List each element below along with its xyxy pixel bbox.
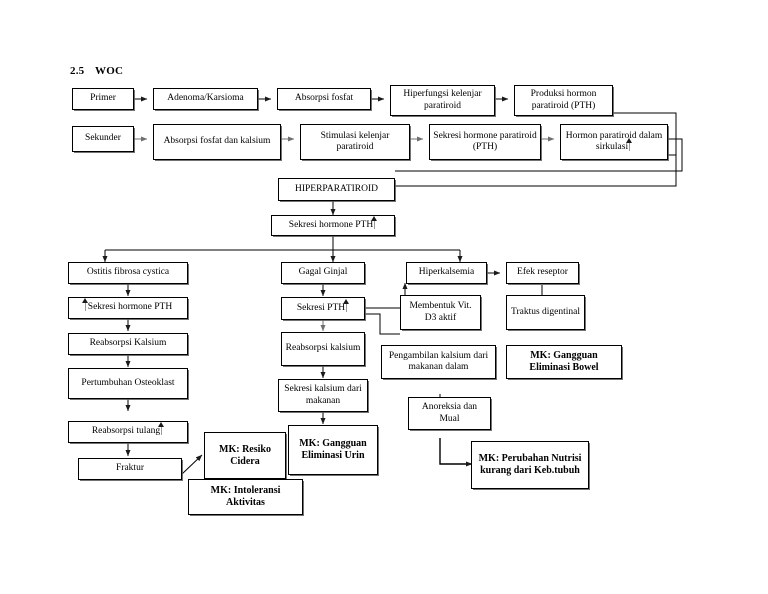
node-sekresi-hormone-paratiroid-label: Sekresi hormone paratiroid (PTH) — [433, 130, 537, 152]
node-absorpsi-fosfat-kalsium[interactable]: Absorpsi fosfat dan kalsium — [153, 124, 281, 160]
node-mk-eliminasi-urin-label: MK: Gangguan Eliminasi Urin — [299, 438, 367, 461]
node-sekresi-kalsium-makanan-label: Sekresi kalsium dari makanan — [284, 384, 362, 406]
node-mk-resiko-cidera-label: MK: Resiko Cidera — [219, 443, 271, 467]
node-pertumbuhan-osteoklast-label: Pertumbuhan Osteoklast — [81, 377, 175, 388]
node-absorpsi-fosfat-kalsium-label: Absorpsi fosfat dan kalsium — [163, 136, 271, 147]
node-reabsorpsi-kalsium-label: Reabsorpsi Kalsium — [89, 338, 167, 349]
node-hiperkalsemia-label: Hiperkalsemia — [418, 267, 475, 278]
node-absorpsi-fosfat-label: Absorpsi fosfat — [294, 93, 354, 104]
node-mk-resiko-cidera[interactable]: MK: Resiko Cidera — [204, 432, 286, 479]
node-pengambilan-kalsium-label: Pengambilan kalsium dari makanan dalam — [388, 350, 489, 372]
node-gagal-ginjal-label: Gagal Ginjal — [298, 267, 348, 278]
node-traktus[interactable]: Traktus digentinal — [506, 295, 585, 330]
node-adenoma-label: Adenoma/Karsioma — [167, 93, 244, 104]
node-sekresi-kalsium-makanan[interactable]: Sekresi kalsium dari makanan — [278, 379, 368, 412]
node-sekresi-hormone-pth-2[interactable]: Sekresi hormone PTH — [68, 297, 188, 319]
node-hormon-sirkulasi[interactable]: Hormon paratiroid dalam sirkulasi — [560, 124, 668, 160]
section-number: 2.5 — [70, 65, 85, 77]
node-sekunder-label: Sekunder — [85, 133, 121, 144]
increase-arrow-icon — [158, 422, 165, 436]
node-pertumbuhan-osteoklast[interactable]: Pertumbuhan Osteoklast — [68, 368, 188, 399]
node-hiperfungsi-label: Hiperfungsi kelenjar paratiroid — [403, 89, 482, 111]
node-sekunder[interactable]: Sekunder — [72, 126, 134, 152]
node-stimulasi-label: Stimulasi kelenjar paratiroid — [320, 130, 390, 152]
node-efek-reseptor[interactable]: Efek reseptor — [506, 262, 579, 284]
node-sekresi-pth-label: Sekresi PTH — [296, 302, 346, 313]
node-stimulasi[interactable]: Stimulasi kelenjar paratiroid — [300, 124, 410, 160]
node-ostitis-label: Ostitis fibrosa cystica — [86, 267, 170, 278]
node-membentuk-vitd3[interactable]: Membentuk Vit. D3 aktif — [400, 295, 481, 330]
node-sekresi-hormone-pth-label: Sekresi hormone PTH — [288, 219, 374, 230]
node-reabsorpsi-tulang[interactable]: Reabsorpsi tulang — [68, 421, 188, 443]
node-efek-reseptor-label: Efek reseptor — [517, 267, 568, 278]
node-absorpsi-fosfat[interactable]: Absorpsi fosfat — [277, 88, 371, 110]
node-sekresi-hormone-pth-2-label: Sekresi hormone PTH — [87, 302, 173, 313]
node-reabsorpsi-kalsium-2-label: Reabsorpsi kalsium — [285, 343, 361, 354]
node-produksi-hormon[interactable]: Produksi hormon paratiroid (PTH) — [514, 85, 613, 116]
node-hiperkalsemia[interactable]: Hiperkalsemia — [406, 262, 487, 284]
node-hormon-sirkulasi-label: Hormon paratiroid dalam sirkulasi — [565, 130, 663, 152]
node-sekresi-hormone-paratiroid[interactable]: Sekresi hormone paratiroid (PTH) — [429, 124, 541, 160]
increase-arrow-icon — [81, 298, 88, 312]
node-mk-eliminasi-bowel-label: MK: Gangguan Eliminasi Bowel — [529, 350, 599, 373]
node-anoreksia-label: Anoreksia dan Mual — [421, 402, 478, 424]
node-ostitis[interactable]: Ostitis fibrosa cystica — [68, 262, 188, 284]
node-membentuk-vitd3-label: Membentuk Vit. D3 aktif — [409, 301, 472, 323]
node-reabsorpsi-kalsium-2[interactable]: Reabsorpsi kalsium — [281, 332, 365, 366]
node-pengambilan-kalsium[interactable]: Pengambilan kalsium dari makanan dalam — [381, 345, 496, 379]
node-primer[interactable]: Primer — [72, 88, 134, 110]
node-mk-eliminasi-urin[interactable]: MK: Gangguan Eliminasi Urin — [288, 425, 378, 475]
node-reabsorpsi-kalsium[interactable]: Reabsorpsi Kalsium — [68, 333, 188, 355]
increase-arrow-icon — [371, 215, 378, 229]
node-mk-intoleransi-label: MK: Intoleransi Aktivitas — [210, 485, 281, 508]
page-title: WOC — [95, 65, 124, 77]
node-mk-nutrisi[interactable]: MK: Perubahan Nutrisi kurang dari Keb.tu… — [471, 441, 589, 489]
node-anoreksia[interactable]: Anoreksia dan Mual — [408, 397, 491, 430]
node-fraktur[interactable]: Fraktur — [78, 458, 182, 480]
node-fraktur-label: Fraktur — [116, 463, 144, 474]
node-hiperparatiroid-label: HIPERPARATIROID — [294, 183, 379, 194]
increase-arrow-icon — [626, 138, 633, 151]
node-mk-nutrisi-label: MK: Perubahan Nutrisi kurang dari Keb.tu… — [478, 453, 582, 476]
node-produksi-hormon-label: Produksi hormon paratiroid (PTH) — [530, 89, 597, 111]
node-primer-label: Primer — [90, 93, 116, 104]
node-hiperparatiroid[interactable]: HIPERPARATIROID — [278, 178, 395, 201]
node-hiperfungsi[interactable]: Hiperfungsi kelenjar paratiroid — [390, 85, 495, 116]
node-sekresi-hormone-pth[interactable]: Sekresi hormone PTH — [271, 215, 395, 236]
increase-arrow-icon — [343, 298, 350, 312]
node-reabsorpsi-tulang-label: Reabsorpsi tulang — [91, 426, 161, 437]
node-sekresi-pth[interactable]: Sekresi PTH — [281, 297, 365, 320]
node-mk-intoleransi[interactable]: MK: Intoleransi Aktivitas — [188, 479, 303, 515]
node-mk-eliminasi-bowel[interactable]: MK: Gangguan Eliminasi Bowel — [506, 345, 622, 379]
node-adenoma[interactable]: Adenoma/Karsioma — [153, 88, 258, 110]
node-traktus-label: Traktus digentinal — [510, 306, 581, 317]
node-gagal-ginjal[interactable]: Gagal Ginjal — [281, 262, 365, 284]
